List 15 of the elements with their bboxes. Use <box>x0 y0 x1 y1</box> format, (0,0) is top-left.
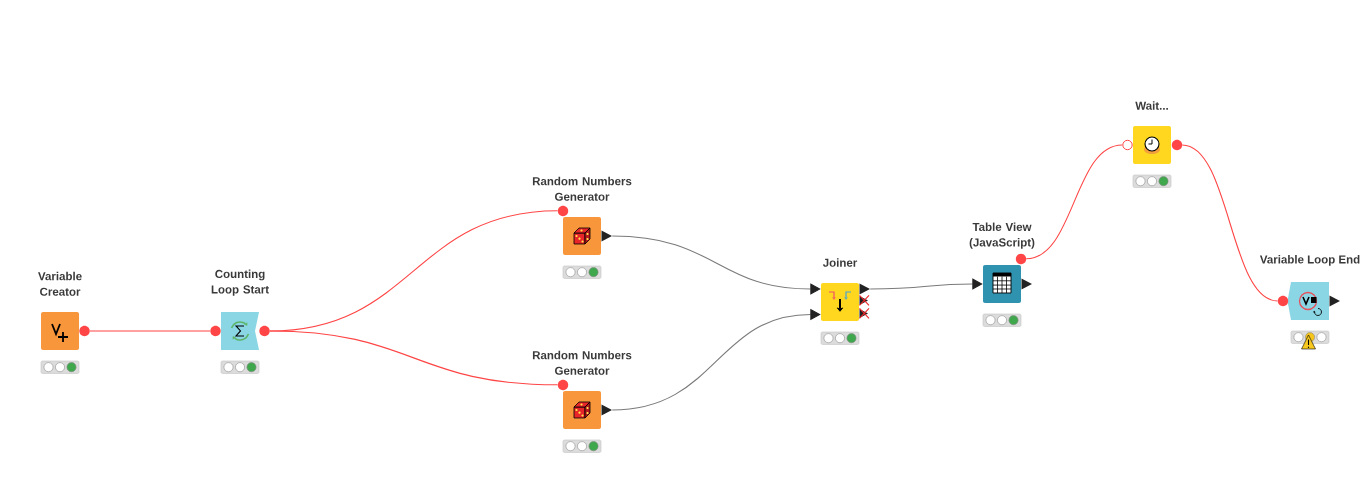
connector <box>611 308 821 411</box>
node-title: Counting Loop Start <box>211 269 269 296</box>
connector <box>611 235 821 295</box>
node-title: Wait... <box>1135 101 1168 110</box>
node-title: Random Numbers Generator <box>532 176 632 201</box>
node-title: Variable Creator <box>38 271 82 296</box>
connector <box>1181 144 1279 302</box>
connector <box>1025 144 1123 260</box>
node-title: Variable Loop End <box>1259 255 1360 266</box>
connector <box>89 330 211 332</box>
node-title: Joiner <box>822 258 858 267</box>
connector <box>869 278 983 290</box>
node-title: Table View (JavaScript) <box>969 222 1035 249</box>
connector <box>269 330 559 386</box>
node-title: Random Numbers Generator <box>532 350 632 375</box>
